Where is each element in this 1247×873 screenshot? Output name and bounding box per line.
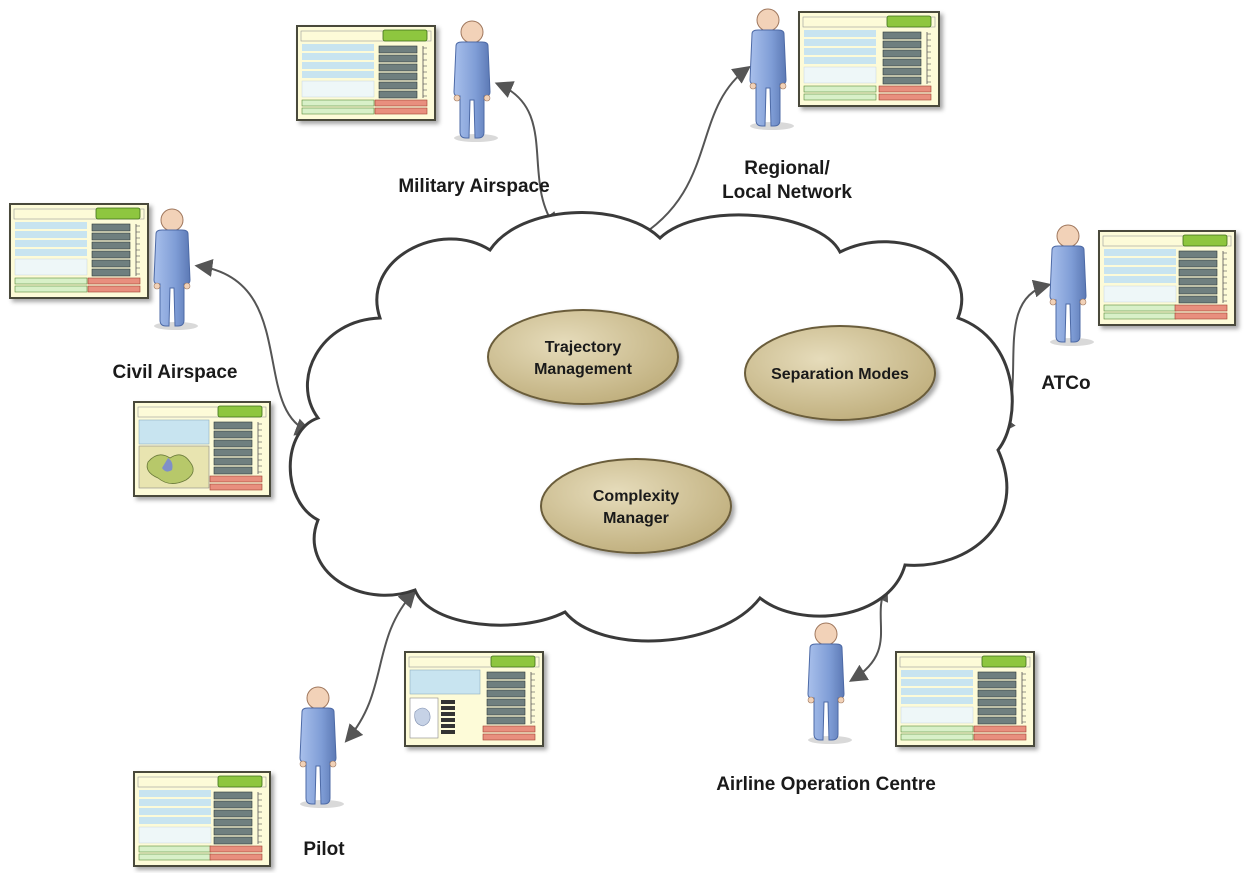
person-icon-civil — [153, 208, 198, 330]
actor-label-line: Local Network — [722, 182, 852, 203]
actor-label-line: Military Airspace — [398, 176, 549, 197]
connector-regional — [630, 65, 751, 242]
actor-label-line: ATCo — [1041, 373, 1090, 394]
module-label: Manager — [603, 510, 669, 527]
module-label: Management — [534, 361, 632, 378]
connectors — [194, 65, 1052, 743]
actor-labels: Military Airspace Regional/Local NetworkC… — [113, 158, 1091, 860]
actor-label-line: Regional/ — [744, 158, 830, 179]
ui-mockup-screen — [798, 11, 940, 107]
actor-label-line: Civil Airspace — [113, 362, 238, 383]
module-label: Separation Modes — [771, 366, 909, 383]
module-label: Complexity — [593, 488, 679, 505]
ui-mockup-screen — [133, 771, 271, 867]
module-ellipse — [487, 309, 679, 405]
module-ellipse — [540, 458, 732, 554]
actor-label-atco: ATCo — [1041, 373, 1090, 394]
module-separation: Separation Modes — [744, 325, 936, 421]
module-label: Trajectory — [545, 339, 622, 356]
ui-mockup-screen — [1098, 230, 1236, 326]
person-icon-aoc — [807, 622, 852, 744]
person-icon-military — [453, 20, 498, 142]
people — [153, 8, 1094, 808]
ui-mockup-screen — [9, 203, 149, 299]
actor-label-regional: Regional/Local Network — [722, 158, 852, 203]
ui-mockup-screen — [404, 651, 544, 747]
actor-label-line: Pilot — [303, 839, 345, 860]
person-icon-pilot — [299, 686, 344, 808]
person-icon-regional — [749, 8, 794, 130]
cloud-shape — [288, 211, 1014, 643]
connector-civil — [194, 259, 314, 436]
actor-label-pilot: Pilot — [303, 839, 345, 860]
ui-mockup-screen — [296, 25, 436, 121]
person-icon-atco — [1049, 224, 1094, 346]
actor-label-military: Military Airspace — [398, 176, 549, 197]
actor-label-civil: Civil Airspace — [113, 362, 238, 383]
connector-military — [494, 81, 559, 231]
actor-label-aoc: Airline Operation Centre — [716, 774, 936, 795]
screens — [9, 11, 1236, 867]
connector-pilot — [344, 589, 417, 743]
ui-mockup-screen — [133, 401, 271, 497]
actor-label-line: Airline Operation Centre — [716, 774, 936, 795]
module-ellipse — [744, 325, 936, 421]
ui-mockup-screen — [895, 651, 1035, 747]
